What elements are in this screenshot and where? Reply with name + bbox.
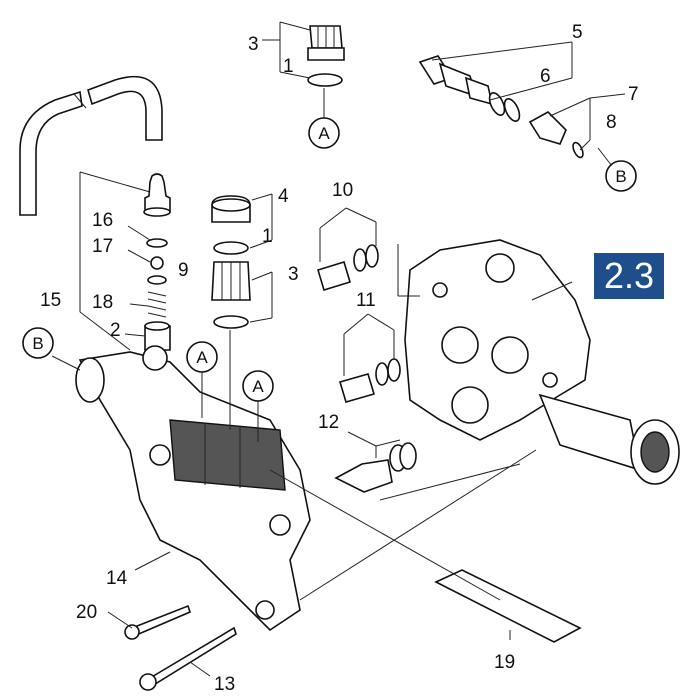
reference-letter-b: B [615,167,626,186]
right-fittings [418,55,584,159]
part-label-3-mid: 3 [288,264,299,285]
gasket-plate [434,569,582,643]
reference-circle-b-left [22,327,54,359]
part-label-13: 13 [214,674,235,695]
reference-circle-a-right [242,370,274,402]
part-label-1-top: 1 [283,56,294,77]
part-label-15: 15 [40,290,61,311]
part-label-2: 2 [110,320,121,341]
part-label-18: 18 [92,292,113,313]
part-label-1-mid: 1 [262,226,273,247]
part-label-3-top: 3 [248,34,259,55]
part-label-10: 10 [332,180,353,201]
hose-part [19,75,163,216]
reference-letter-a: A [196,348,208,367]
leader-lines [51,21,626,677]
nipple-assembly [143,173,171,351]
part-label-5: 5 [572,22,583,43]
part-label-20: 20 [76,602,97,623]
part-label-7: 7 [628,84,639,105]
seal-sets [317,244,417,493]
screws [124,604,237,691]
reference-circle-a-mid [186,341,218,373]
part-label-17: 17 [92,236,113,257]
pump-body [75,345,311,632]
part-label-12: 12 [318,412,339,433]
part-label-8: 8 [606,112,617,133]
reference-circle-a-top [308,117,340,149]
valve-top-assembly [211,25,345,329]
part-number-labels: 3 1 5 6 7 8 4 1 3 10 11 12 16 17 9 15 18… [40,22,639,695]
part-label-11: 11 [356,290,376,311]
reference-letter-a: A [252,377,264,396]
reference-letter-b: B [32,334,43,353]
part-label-6: 6 [540,66,551,87]
reference-circle-b-right [605,160,637,192]
cylinder-head [404,239,680,485]
part-label-9: 9 [178,260,189,281]
reference-marks: A B B A A [22,117,637,402]
part-label-4: 4 [278,186,289,207]
section-number-badge: 2.3 [594,253,664,299]
part-label-19: 19 [494,652,515,673]
part-label-16: 16 [92,210,113,231]
part-label-14: 14 [106,568,128,589]
reference-letter-a: A [318,124,330,143]
